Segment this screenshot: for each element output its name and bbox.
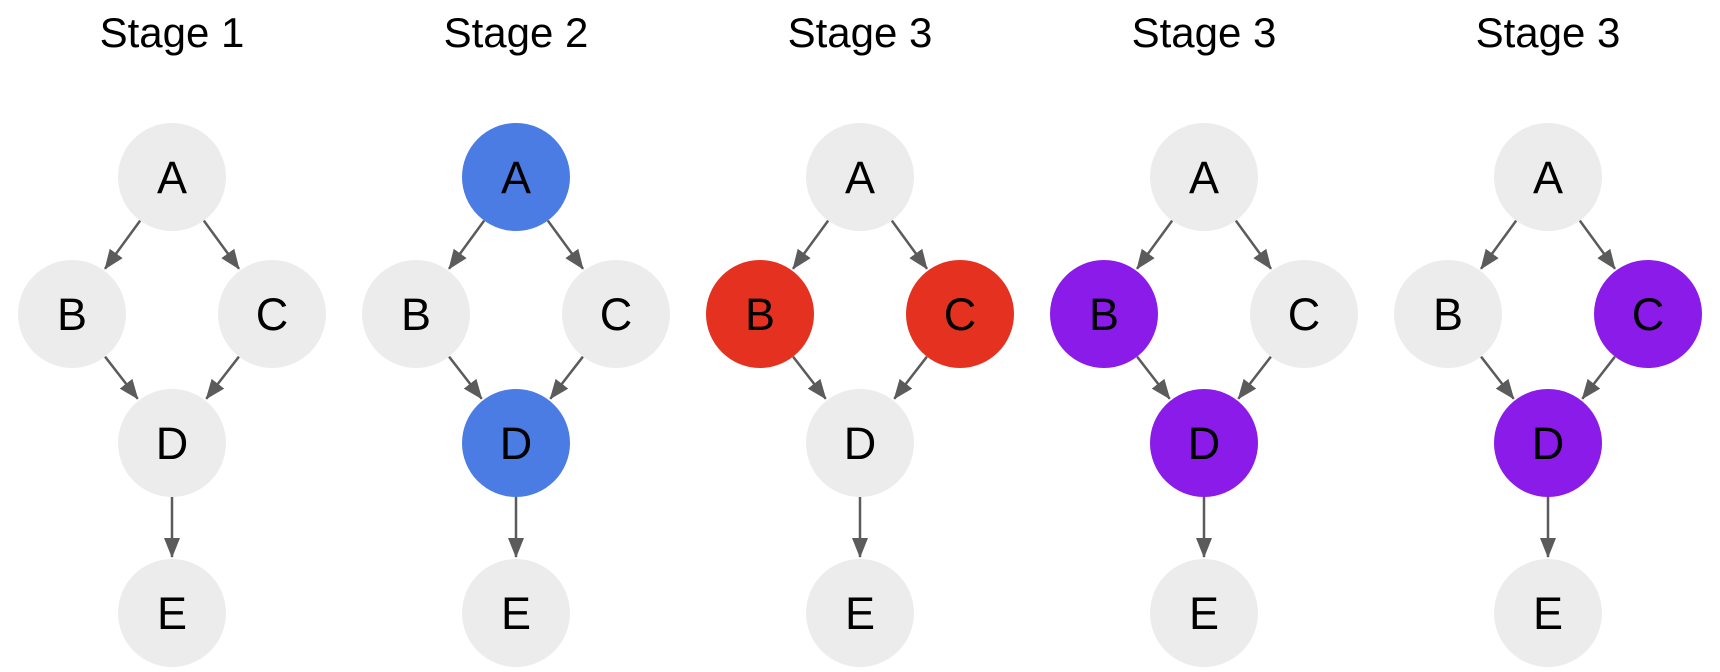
edge-A-C (546, 219, 584, 270)
stage-panel-1: Stage 1 A B C D E (0, 0, 344, 672)
node-E (462, 559, 570, 667)
node-label-A: A (1189, 152, 1219, 203)
edge-A-C (1578, 219, 1616, 270)
node-C (218, 260, 326, 368)
edge-C-D (205, 355, 240, 400)
edge-C-D (1581, 355, 1616, 400)
node-D (1150, 389, 1258, 497)
dag-graph: A B C D E (1394, 123, 1702, 667)
stage-panel-3: Stage 3 A B C D E (688, 0, 1032, 672)
node-label-E: E (845, 588, 875, 639)
node-B (706, 260, 814, 368)
node-E (806, 559, 914, 667)
node-label-E: E (1189, 588, 1219, 639)
node-C (562, 260, 670, 368)
node-B (1050, 260, 1158, 368)
node-E (118, 559, 226, 667)
edge-A-B (1136, 219, 1174, 270)
node-label-D: D (156, 418, 189, 469)
node-label-C: C (256, 289, 289, 340)
dag-graph: A B C D E (706, 123, 1014, 667)
node-label-C: C (600, 289, 633, 340)
node-label-C: C (944, 289, 977, 340)
edge-B-D (792, 355, 827, 400)
node-D (1494, 389, 1602, 497)
stage-panel-2: Stage 2 A B C D E (344, 0, 688, 672)
edge-A-C (1234, 219, 1272, 270)
node-D (806, 389, 914, 497)
node-label-A: A (157, 152, 187, 203)
node-label-E: E (1533, 588, 1563, 639)
edge-A-C (890, 219, 928, 270)
node-B (18, 260, 126, 368)
node-label-A: A (1533, 152, 1563, 203)
node-label-C: C (1632, 289, 1665, 340)
node-label-A: A (845, 152, 875, 203)
node-D (118, 389, 226, 497)
panel-title: Stage 1 (99, 9, 245, 56)
dag-graph: A B C D E (362, 123, 670, 667)
node-label-D: D (844, 418, 877, 469)
edge-A-C (202, 219, 240, 270)
node-A (1494, 123, 1602, 231)
node-label-C: C (1288, 289, 1321, 340)
node-label-E: E (501, 588, 531, 639)
node-A (806, 123, 914, 231)
panel-title: Stage 3 (1131, 9, 1277, 56)
edge-A-B (792, 219, 830, 270)
node-C (906, 260, 1014, 368)
node-label-D: D (500, 418, 533, 469)
edge-B-D (448, 355, 483, 400)
dag-graph: A B C D E (18, 123, 326, 667)
stage-panel-5: Stage 3 A B C D E (1376, 0, 1720, 672)
node-label-B: B (401, 289, 431, 340)
panel-title: Stage 3 (1475, 9, 1621, 56)
node-label-A: A (501, 152, 531, 203)
edge-C-D (893, 355, 928, 400)
node-label-D: D (1188, 418, 1221, 469)
edge-B-D (1136, 355, 1171, 400)
edge-A-B (104, 219, 142, 270)
node-label-B: B (1433, 289, 1463, 340)
node-C (1594, 260, 1702, 368)
node-label-B: B (1089, 289, 1119, 340)
node-A (462, 123, 570, 231)
node-D (462, 389, 570, 497)
edge-A-B (1480, 219, 1518, 270)
node-B (1394, 260, 1502, 368)
edge-C-D (549, 355, 584, 400)
edge-B-D (104, 355, 139, 400)
node-B (362, 260, 470, 368)
panel-title: Stage 3 (787, 9, 933, 56)
node-label-B: B (745, 289, 775, 340)
node-label-D: D (1532, 418, 1565, 469)
edge-A-B (448, 219, 486, 270)
node-label-B: B (57, 289, 87, 340)
stage-panel-4: Stage 3 A B C D E (1032, 0, 1376, 672)
node-C (1250, 260, 1358, 368)
node-E (1494, 559, 1602, 667)
dag-graph: A B C D E (1050, 123, 1358, 667)
node-A (1150, 123, 1258, 231)
panel-title: Stage 2 (443, 9, 589, 56)
node-A (118, 123, 226, 231)
node-E (1150, 559, 1258, 667)
edge-C-D (1237, 355, 1272, 400)
node-label-E: E (157, 588, 187, 639)
edge-B-D (1480, 355, 1515, 400)
